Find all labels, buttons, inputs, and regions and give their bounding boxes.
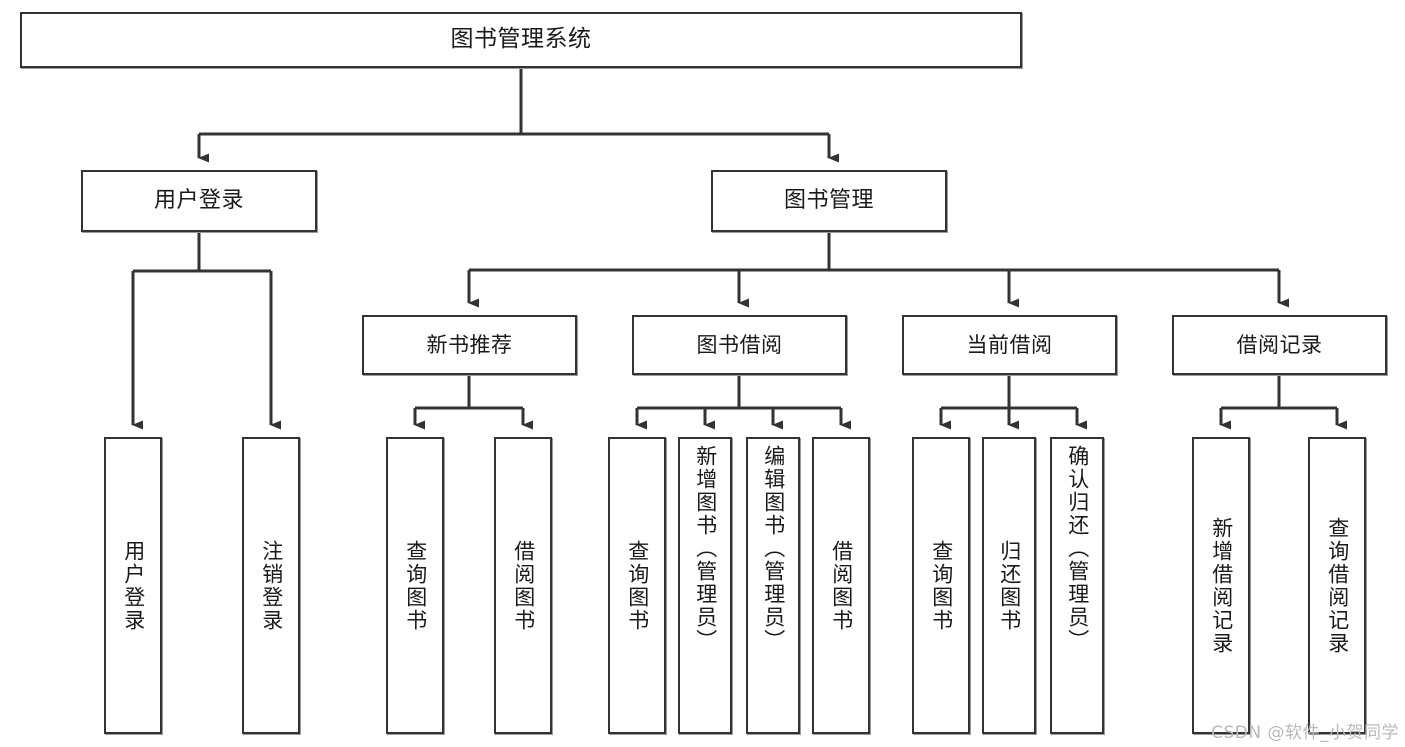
node-label: 注销登录: [259, 539, 284, 632]
leaf-query-book-3[interactable]: 查询图书: [912, 437, 970, 734]
leaf-add-record[interactable]: 新增借阅记录: [1192, 437, 1250, 734]
node-label: 图书管理系统: [450, 26, 592, 53]
leaf-return-book[interactable]: 归还图书: [982, 437, 1036, 734]
node-label: 借阅图书: [511, 539, 536, 632]
watermark-text: CSDN @软件_小贺同学: [1211, 723, 1399, 743]
leaf-confirm-return[interactable]: 确认归还（管理员）: [1050, 437, 1104, 734]
leaf-query-book-2[interactable]: 查询图书: [608, 437, 666, 734]
node-label: 新增借阅记录: [1209, 516, 1234, 655]
node-root-system[interactable]: 图书管理系统: [20, 12, 1022, 68]
node-label: 用户登录: [121, 539, 146, 632]
node-label: 新增图书（管理员）: [693, 445, 718, 652]
node-label: 查询图书: [625, 539, 650, 632]
leaf-edit-book[interactable]: 编辑图书（管理员）: [746, 437, 800, 734]
leaf-borrow-book-1[interactable]: 借阅图书: [494, 437, 552, 734]
leaf-query-book-1[interactable]: 查询图书: [386, 437, 444, 734]
node-label: 查询借阅记录: [1325, 516, 1350, 655]
node-label: 归还图书: [997, 539, 1022, 632]
node-borrow-record[interactable]: 借阅记录: [1172, 315, 1387, 375]
leaf-query-record[interactable]: 查询借阅记录: [1308, 437, 1366, 734]
node-label: 当前借阅: [966, 332, 1053, 357]
leaf-borrow-book-2[interactable]: 借阅图书: [812, 437, 870, 734]
node-label: 确认归还（管理员）: [1065, 445, 1090, 652]
node-label: 图书借阅: [696, 332, 783, 357]
leaf-user-login[interactable]: 用户登录: [104, 437, 162, 734]
node-book-borrow[interactable]: 图书借阅: [632, 315, 847, 375]
node-label: 借阅图书: [829, 539, 854, 632]
node-label: 查询图书: [403, 539, 428, 632]
node-book-manage[interactable]: 图书管理: [711, 170, 947, 232]
node-label: 查询图书: [929, 539, 954, 632]
leaf-add-book[interactable]: 新增图书（管理员）: [678, 437, 732, 734]
node-label: 借阅记录: [1236, 332, 1323, 357]
node-user-login[interactable]: 用户登录: [81, 170, 317, 232]
leaf-logout-login[interactable]: 注销登录: [242, 437, 300, 734]
node-label: 新书推荐: [426, 332, 513, 357]
node-new-book-recommend[interactable]: 新书推荐: [362, 315, 577, 375]
node-label: 用户登录: [153, 188, 244, 214]
node-current-borrow[interactable]: 当前借阅: [902, 315, 1117, 375]
node-label: 编辑图书（管理员）: [761, 445, 786, 652]
node-label: 图书管理: [783, 188, 874, 214]
